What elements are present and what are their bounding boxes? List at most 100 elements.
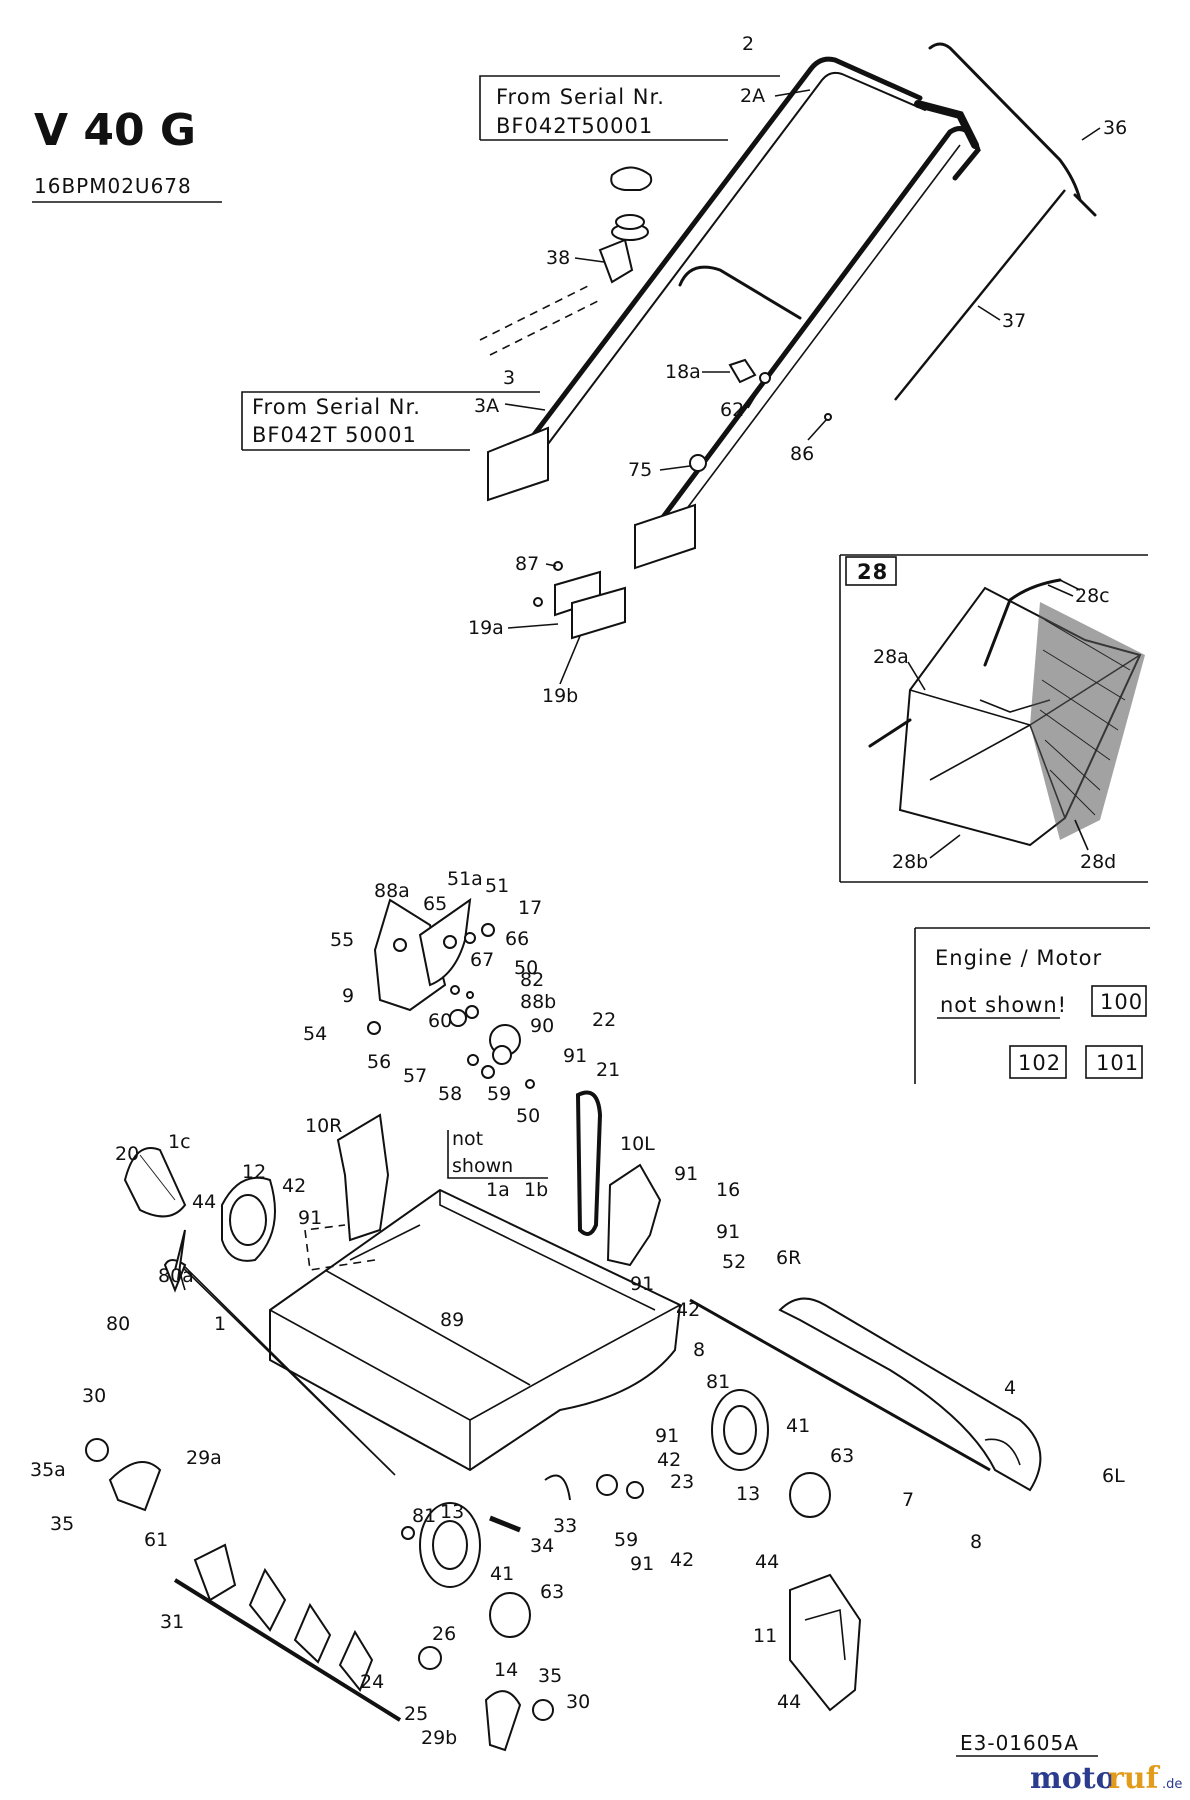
svg-text:42: 42 (676, 1299, 700, 1321)
svg-text:19b: 19b (542, 685, 578, 707)
svg-text:35a: 35a (30, 1459, 66, 1481)
svg-text:12: 12 (242, 1161, 266, 1183)
svg-text:91: 91 (630, 1273, 654, 1295)
svg-text:1a: 1a (486, 1179, 510, 1201)
svg-text:8: 8 (693, 1339, 705, 1361)
svg-text:42: 42 (657, 1449, 681, 1471)
svg-text:34: 34 (530, 1535, 554, 1557)
svg-text:59: 59 (614, 1529, 638, 1551)
brand-watermark: moto ruf .de (1030, 1761, 1182, 1796)
svg-text:44: 44 (192, 1191, 216, 1213)
svg-text:19a: 19a (468, 617, 504, 639)
svg-text:90: 90 (530, 1015, 554, 1037)
svg-text:44: 44 (777, 1691, 801, 1713)
svg-text:30: 30 (566, 1691, 590, 1713)
svg-text:13: 13 (440, 1501, 464, 1523)
inset-number: 28 (857, 560, 888, 584)
svg-text:51a: 51a (447, 868, 483, 890)
svg-text:10R: 10R (305, 1115, 342, 1137)
svg-text:91: 91 (716, 1221, 740, 1243)
svg-text:28c: 28c (1075, 585, 1110, 607)
svg-text:62: 62 (720, 399, 744, 421)
svg-text:67: 67 (470, 949, 494, 971)
svg-text:shown: shown (452, 1155, 513, 1177)
svg-text:23: 23 (670, 1471, 694, 1493)
svg-text:52: 52 (722, 1251, 746, 1273)
svg-text:9: 9 (342, 985, 354, 1007)
svg-text:18a: 18a (665, 361, 701, 383)
svg-text:4: 4 (1004, 1377, 1016, 1399)
svg-text:56: 56 (367, 1051, 391, 1073)
svg-text:13: 13 (736, 1483, 760, 1505)
svg-text:29b: 29b (421, 1727, 457, 1749)
not-shown-note: not shown (447, 1128, 548, 1179)
serial-note-upper: From Serial Nr. BF042T50001 (479, 75, 780, 141)
brand-tld: .de (1162, 1777, 1182, 1792)
svg-text:88b: 88b (520, 991, 556, 1013)
svg-text:41: 41 (490, 1563, 514, 1585)
svg-text:16: 16 (716, 1179, 740, 1201)
svg-text:50: 50 (516, 1105, 540, 1127)
svg-text:22: 22 (592, 1009, 616, 1031)
svg-text:87: 87 (515, 553, 539, 575)
svg-text:28a: 28a (873, 646, 909, 668)
svg-text:28b: 28b (892, 851, 928, 873)
svg-text:57: 57 (403, 1065, 427, 1087)
svg-text:63: 63 (830, 1445, 854, 1467)
svg-text:86: 86 (790, 443, 814, 465)
engine-ref-101: 101 (1096, 1051, 1139, 1075)
svg-text:42: 42 (282, 1175, 306, 1197)
svg-text:36: 36 (1103, 117, 1127, 139)
svg-text:35: 35 (538, 1665, 562, 1687)
svg-text:30: 30 (82, 1385, 106, 1407)
svg-text:80: 80 (106, 1313, 130, 1335)
svg-text:58: 58 (438, 1083, 462, 1105)
svg-text:91: 91 (563, 1045, 587, 1067)
model-code: 16BPM02U678 (34, 174, 192, 198)
deck-assembly (85, 897, 1042, 1752)
svg-text:51: 51 (485, 875, 509, 897)
serial-note-lower-line1: From Serial Nr. (252, 395, 421, 419)
svg-text:29a: 29a (186, 1447, 222, 1469)
engine-ref-102: 102 (1018, 1051, 1061, 1075)
svg-text:91: 91 (674, 1163, 698, 1185)
svg-text:50: 50 (514, 957, 538, 979)
svg-text:89: 89 (440, 1309, 464, 1331)
svg-text:31: 31 (160, 1611, 184, 1633)
svg-text:24: 24 (360, 1671, 384, 1693)
svg-text:80a: 80a (158, 1265, 194, 1287)
svg-text:1c: 1c (168, 1131, 191, 1153)
svg-text:91: 91 (630, 1553, 654, 1575)
svg-text:59: 59 (487, 1083, 511, 1105)
svg-text:17: 17 (518, 897, 542, 919)
svg-text:81: 81 (412, 1505, 436, 1527)
engine-motor-note: Engine / Motor not shown! 100 102 101 (914, 927, 1150, 1084)
svg-text:2A: 2A (740, 85, 765, 107)
svg-text:88a: 88a (374, 880, 410, 902)
svg-text:66: 66 (505, 928, 529, 950)
handle-labels: 2 2A 36 37 38 3 3A 18a 62 86 75 87 19a 1… (468, 33, 1127, 707)
svg-text:6L: 6L (1102, 1465, 1125, 1487)
svg-text:91: 91 (655, 1425, 679, 1447)
model-title: V 40 G (34, 105, 196, 156)
svg-text:2: 2 (742, 33, 754, 55)
svg-text:82: 82 (520, 969, 544, 991)
svg-text:55: 55 (330, 929, 354, 951)
svg-text:60: 60 (428, 1010, 452, 1032)
brand-main: moto (1030, 1761, 1116, 1796)
svg-text:38: 38 (546, 247, 570, 269)
svg-text:3A: 3A (474, 395, 499, 417)
svg-text:44: 44 (755, 1551, 779, 1573)
serial-note-lower-line2: BF042T 50001 (252, 423, 417, 447)
svg-text:3: 3 (503, 367, 515, 389)
svg-text:6R: 6R (776, 1247, 801, 1269)
svg-text:1: 1 (214, 1313, 226, 1335)
engine-ref-100: 100 (1100, 990, 1143, 1014)
svg-text:37: 37 (1002, 310, 1026, 332)
svg-text:63: 63 (540, 1581, 564, 1603)
svg-text:41: 41 (786, 1415, 810, 1437)
svg-text:1b: 1b (524, 1179, 548, 1201)
inset-28-grass-catcher: 28 28c 28a 28b 28d (839, 554, 1148, 883)
svg-text:33: 33 (553, 1515, 577, 1537)
